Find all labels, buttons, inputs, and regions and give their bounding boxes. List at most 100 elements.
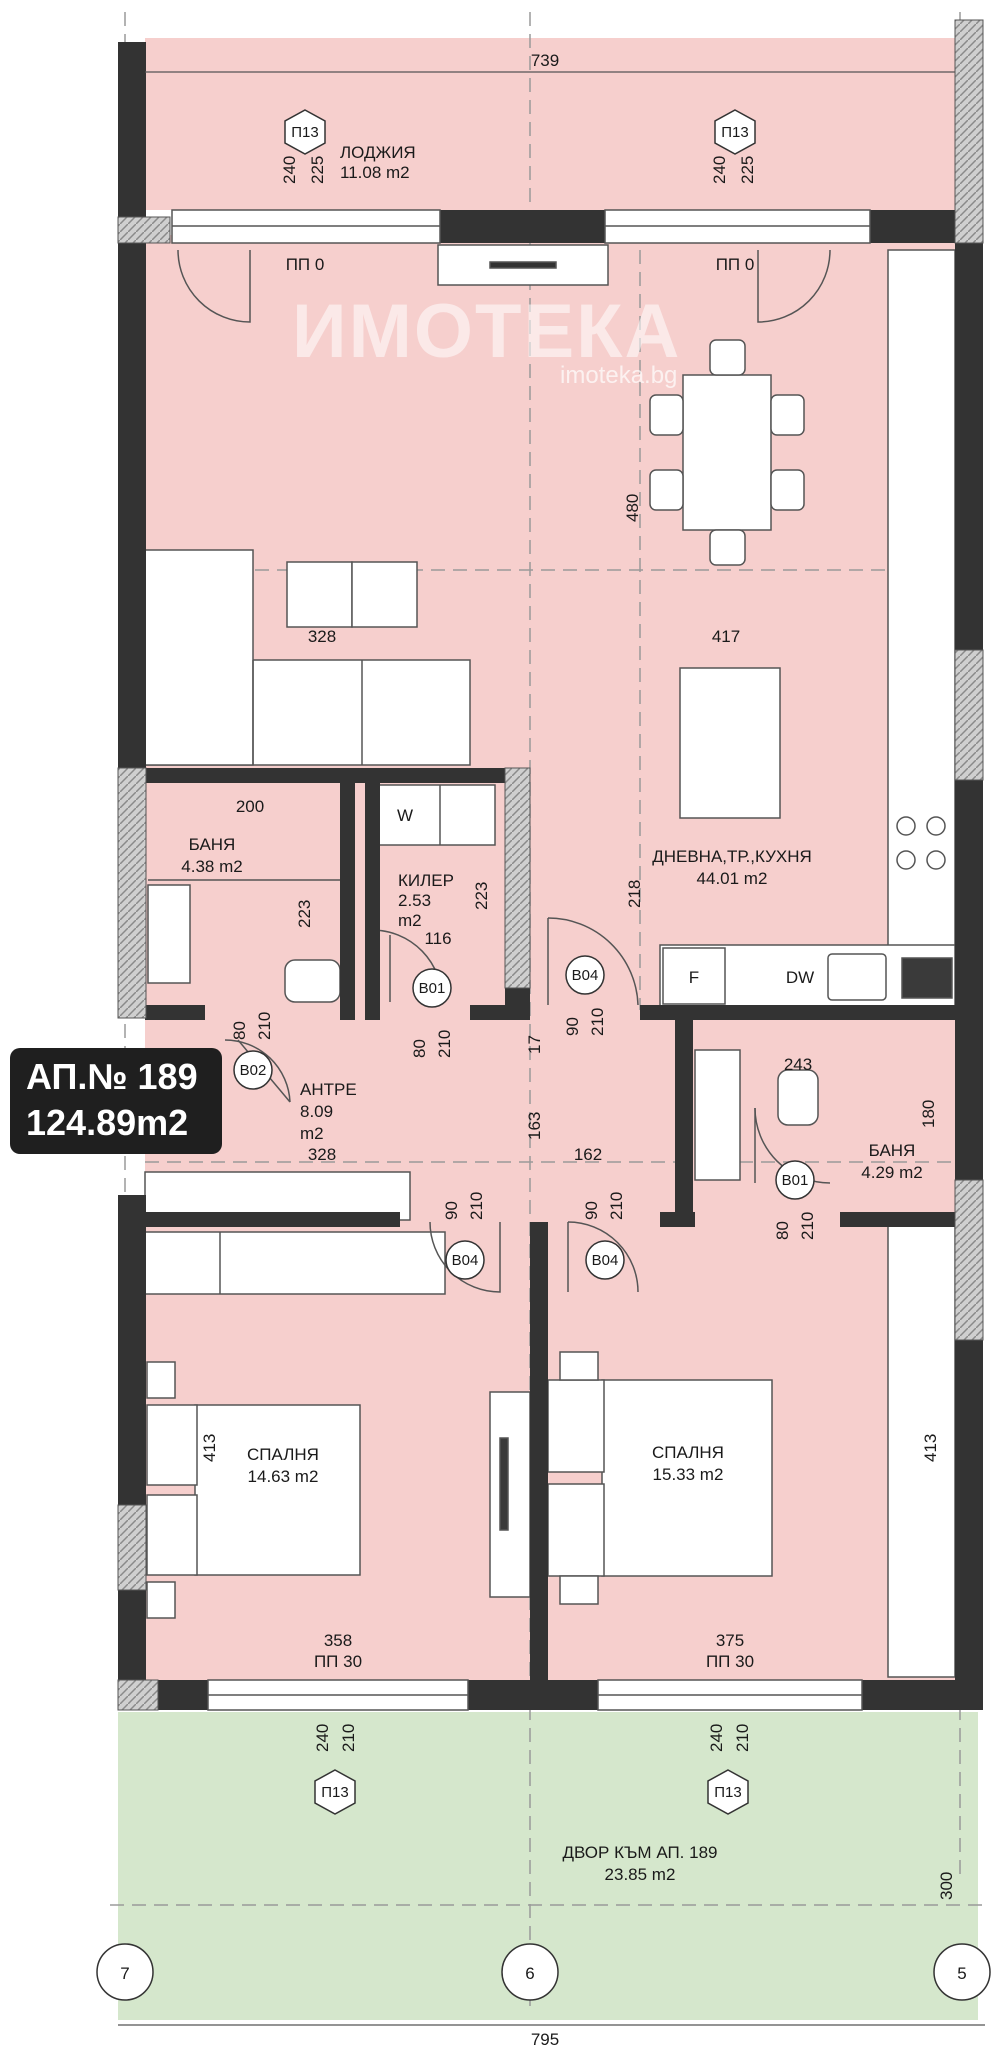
dim-hall-gap: 17	[525, 1035, 544, 1054]
closet-area: 2.53	[398, 891, 431, 910]
dim-loggia-sill-left: ПП 0	[286, 255, 325, 274]
cooktop-burner	[896, 816, 916, 836]
dim-door-b01b-w: 80	[773, 1221, 792, 1240]
dim-yard-win-h-left: 210	[339, 1724, 358, 1752]
wall-closet-left	[365, 768, 380, 1020]
axis-label-right: 5	[957, 1964, 966, 1983]
tag-window-loggia-left: П13	[291, 124, 318, 141]
dim-bed2-w: 375	[716, 1631, 744, 1650]
tag-labels: П13 П13 П13 П13 В02 В01 В04 В04 В04 В01 …	[120, 124, 966, 1983]
hall-unit: m2	[300, 1124, 324, 1143]
wall-top-mid	[440, 210, 605, 243]
dim-closet-h: 223	[472, 882, 491, 910]
bath2-sink	[694, 1049, 741, 1181]
kitchen-island	[679, 667, 781, 819]
axis-markers	[96, 1943, 991, 2001]
cooktop-burner	[926, 816, 946, 836]
dim-hall-w: 328	[308, 1145, 336, 1164]
cooktop-burner	[896, 850, 916, 870]
bath2-area: 4.29 m2	[861, 1163, 922, 1182]
dim-bath2-h: 180	[919, 1100, 938, 1128]
dim-door-b01-h: 210	[435, 1030, 454, 1058]
dim-living-218: 218	[625, 880, 644, 908]
yard-name: ДВОР КЪМ АП. 189	[563, 1843, 718, 1862]
bath1-name: БАНЯ	[189, 835, 236, 854]
tag-window-bed2: П13	[714, 1784, 741, 1801]
tag-door-bed2: В04	[592, 1252, 619, 1269]
bed1-area: 14.63 m2	[248, 1467, 319, 1486]
tag-door-closet: В01	[419, 980, 446, 997]
watermark-brand: ИМОТЕКА	[292, 289, 682, 374]
bath1-area: 4.38 m2	[181, 857, 242, 876]
bed1-name: СПАЛНЯ	[247, 1445, 319, 1464]
tag-window-loggia-right: П13	[721, 124, 748, 141]
apartment-area: 124.89m2	[26, 1102, 189, 1143]
wall-bath2-bottom	[840, 1212, 955, 1227]
dim-yard-win-h-right: 210	[733, 1724, 752, 1752]
tag-window-bed1: П13	[321, 1784, 348, 1801]
dim-bottom-width: 795	[531, 2030, 559, 2049]
axis-label-left: 7	[120, 1964, 129, 1983]
dim-living-h: 480	[623, 494, 642, 522]
label-fridge: F	[689, 968, 699, 987]
bath2-toilet	[777, 1069, 819, 1126]
wall-bottom-mid	[468, 1680, 598, 1710]
dimension-lines	[118, 71, 985, 2026]
dim-bath2-w: 243	[784, 1055, 812, 1074]
bed1-bed	[194, 1404, 361, 1576]
bed1-wardrobe	[144, 1231, 446, 1295]
windows	[171, 209, 871, 1711]
living-name: ДНЕВНА,ТР.,КУХНЯ	[652, 847, 812, 866]
dim-hall-h: 163	[525, 1112, 544, 1140]
dim-door-b04b-h: 210	[467, 1192, 486, 1220]
dim-closet-w: 116	[424, 929, 451, 948]
wall-left-bottom	[118, 1590, 146, 1680]
dim-bath1-w: 200	[236, 797, 264, 816]
furniture	[144, 249, 956, 1678]
dim-door-b04a-h: 210	[588, 1008, 607, 1036]
wall-hall-left-bottom	[145, 1212, 400, 1227]
dim-door-b04a-w: 90	[563, 1017, 582, 1036]
dim-door-b01b-h: 210	[798, 1212, 817, 1240]
dim-door-b04b-w: 90	[442, 1201, 461, 1220]
dim-yard-win-w-right: 240	[707, 1724, 726, 1752]
dim-loggia-w1-left: 240	[280, 156, 299, 184]
tag-door-bath1: В02	[240, 1062, 267, 1079]
loggia-name: ЛОДЖИЯ	[340, 143, 416, 162]
armchair	[286, 561, 353, 628]
bed2-name: СПАЛНЯ	[652, 1443, 724, 1462]
dim-bed2-sill: ПП 30	[706, 1652, 754, 1671]
tag-door-living: В04	[572, 967, 599, 984]
dim-loggia-w2-left: 225	[308, 156, 327, 184]
loggia-area: 11.08 m2	[340, 163, 410, 182]
wall-bath1-bottom	[145, 1005, 205, 1020]
closet-wardrobe	[377, 784, 496, 846]
wall-kitchen-bottom	[640, 1005, 955, 1020]
doors	[177, 249, 831, 1293]
dim-hall-right-w: 162	[574, 1145, 602, 1164]
kitchen-counter	[887, 249, 956, 951]
room-labels: ЛОДЖИЯ 11.08 m2 ДНЕВНА,ТР.,КУХНЯ 44.01 m…	[181, 143, 922, 1884]
dim-door-b04c-h: 210	[607, 1192, 626, 1220]
apartment-badge: АП.№ 189 124.89m2	[10, 1048, 222, 1154]
dimension-labels: 739 240 225 240 225 ПП 0 ПП 0 480 328 41…	[200, 51, 956, 2049]
dim-top-width: 739	[531, 51, 559, 70]
apartment-number: АП.№ 189	[26, 1056, 198, 1097]
tag-door-bed1: В04	[452, 1252, 479, 1269]
dim-bed1-h: 413	[200, 1434, 219, 1462]
living-area: 44.01 m2	[697, 869, 768, 888]
armchair	[351, 561, 418, 628]
dim-loggia-w1-right: 240	[710, 156, 729, 184]
yard-area: 23.85 m2	[605, 1865, 676, 1884]
wall-bedrooms-divider	[530, 1222, 548, 1680]
bed2-desk	[489, 1391, 531, 1598]
dim-door-b01-w: 80	[410, 1039, 429, 1058]
dining-table	[682, 374, 772, 531]
dim-loggia-sill-right: ПП 0	[716, 255, 755, 274]
hatched-walls	[117, 19, 984, 1711]
dim-yard-h: 300	[937, 1872, 956, 1900]
wall-left	[118, 243, 146, 768]
wall-bottom-right	[862, 1680, 983, 1710]
oven	[901, 957, 953, 999]
